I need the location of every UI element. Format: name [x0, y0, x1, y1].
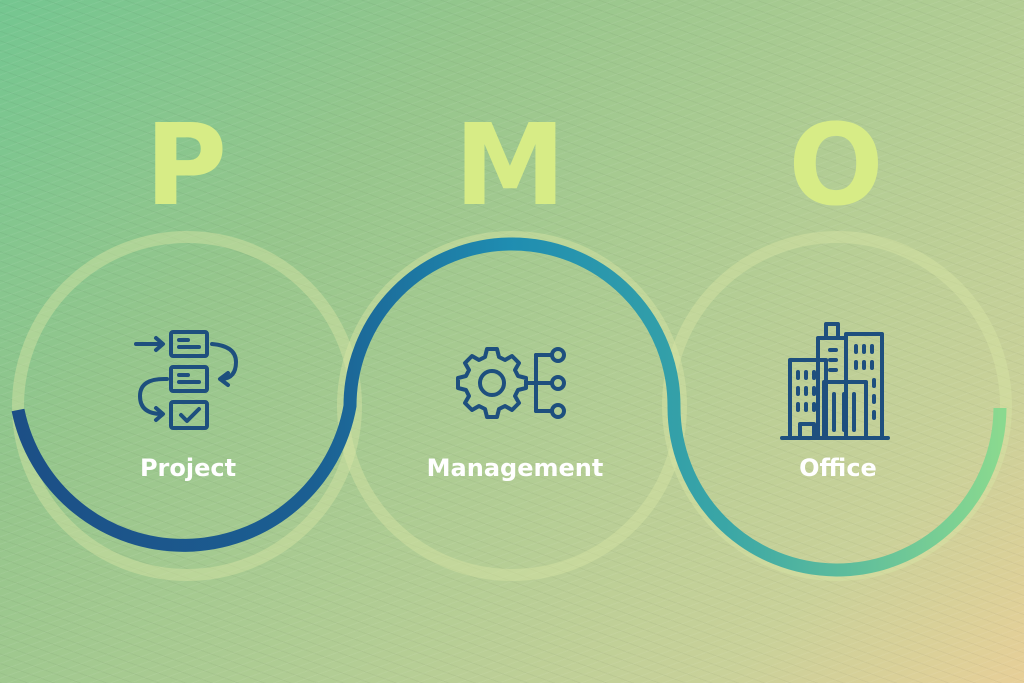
office-buildings-icon [780, 322, 890, 440]
gear-network-icon [456, 347, 566, 419]
letter-p: P [144, 101, 228, 231]
letter-o: O [788, 101, 884, 231]
ring-management [337, 231, 687, 581]
wave-path [11, 237, 1007, 577]
letter-m: M [454, 101, 566, 231]
workflow-icon [134, 330, 238, 430]
label-office: Office [799, 454, 877, 482]
label-management: Management [426, 454, 604, 482]
label-project: Project [139, 454, 237, 482]
